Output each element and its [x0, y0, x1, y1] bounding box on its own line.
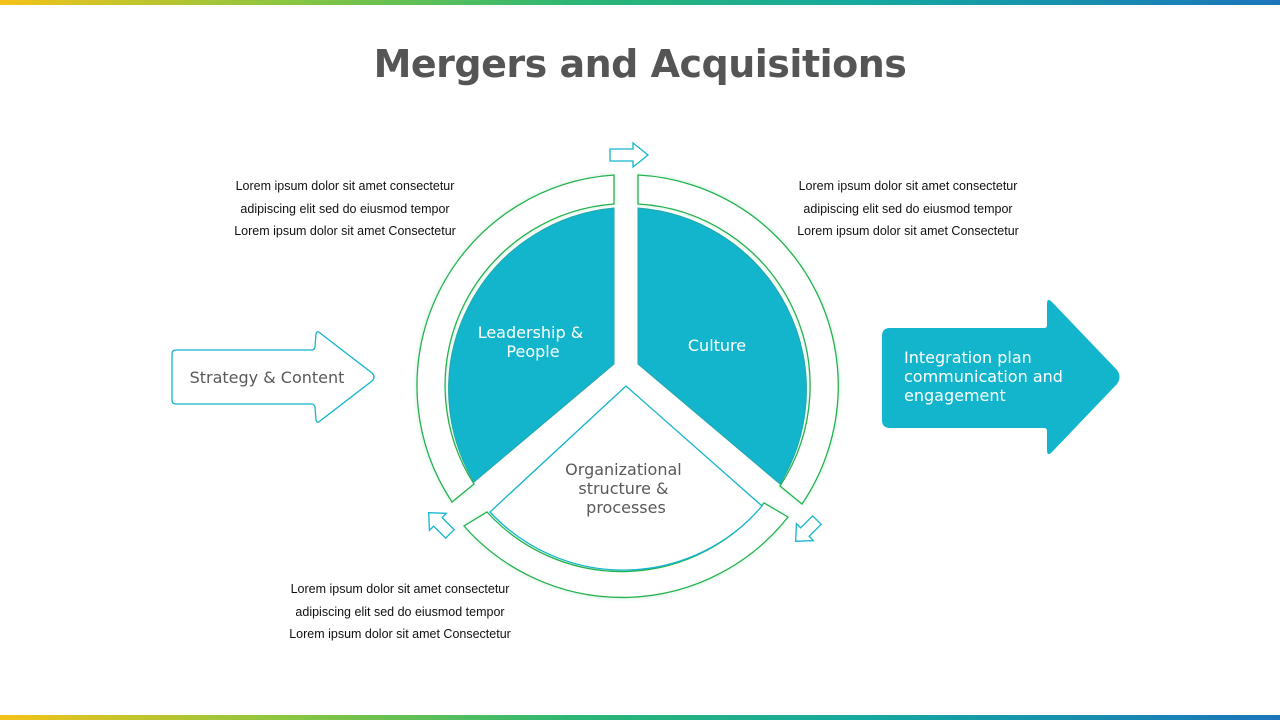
ring-segment-top-left [416, 174, 615, 503]
note-line: Lorem ipsum dolor sit amet consectetur [235, 179, 455, 193]
segment-label-line: processes [586, 498, 666, 517]
strategy-content-arrow [171, 331, 375, 423]
ring-segment-bottom [462, 502, 789, 599]
segment-organizational-label: Organizational structure & processes [565, 460, 687, 517]
segment-label-line: People [506, 342, 559, 361]
note-bottom: Lorem ipsum dolor sit amet consectetur a… [250, 578, 550, 646]
note-line: adipiscing elit sed do eiusmod tempor [295, 604, 505, 619]
segment-leadership-label: Leadership & People [478, 323, 589, 361]
note-line: Lorem ipsum dolor sit amet Consectetur [289, 627, 511, 641]
segment-organizational [489, 385, 763, 571]
segment-leadership [448, 207, 615, 483]
cycle-arrow-bottom-left-icon [428, 512, 456, 540]
integration-plan-arrow [882, 299, 1120, 455]
segment-culture [637, 207, 807, 485]
cycle-arrow-top-icon [609, 141, 650, 169]
segment-label-line: Culture [688, 336, 746, 355]
segment-label-line: Leadership & [478, 323, 584, 342]
note-line: Lorem ipsum dolor sit amet consectetur [290, 582, 510, 596]
note-top-right: Lorem ipsum dolor sit amet consectetur a… [758, 175, 1058, 243]
note-line: adipiscing elit sed do eiusmod tempor [240, 201, 450, 216]
arrow-label-line: Integration plan [904, 348, 1032, 367]
slide-title: Mergers and Acquisitions [373, 42, 907, 86]
integration-plan-label: Integration plan communication and engag… [904, 348, 1068, 405]
segment-culture-label: Culture [688, 336, 746, 355]
segment-label-line: Organizational [565, 460, 682, 479]
ring-segment-top-right [637, 174, 839, 505]
note-line: Lorem ipsum dolor sit amet Consectetur [234, 224, 456, 238]
arrow-label-line: engagement [904, 386, 1006, 405]
arrow-label-line: communication and [904, 367, 1063, 386]
note-line: Lorem ipsum dolor sit amet Consectetur [797, 224, 1019, 238]
note-top-left: Lorem ipsum dolor sit amet consectetur a… [195, 175, 495, 243]
strategy-content-label: Strategy & Content [190, 368, 345, 387]
cycle-arrow-bottom-right-icon [795, 514, 823, 542]
note-line: Lorem ipsum dolor sit amet consectetur [798, 179, 1018, 193]
segment-label-line: structure & [578, 479, 668, 498]
note-line: adipiscing elit sed do eiusmod tempor [803, 201, 1013, 216]
bottom-gradient-bar [0, 715, 1280, 720]
top-gradient-bar [0, 0, 1280, 5]
